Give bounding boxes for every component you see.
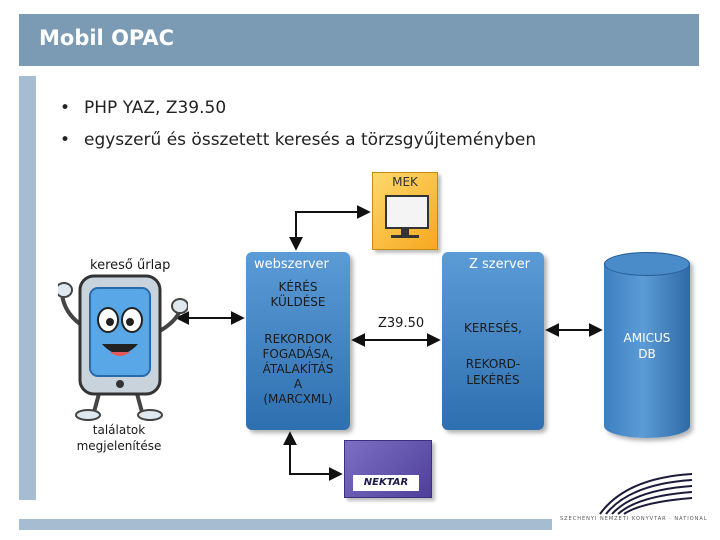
zserver-title: Z szerver [468,257,530,272]
monitor-stand [401,229,409,235]
phone-character-icon [58,274,188,421]
title-bar: Mobil OPAC [19,14,699,66]
protocol-label: Z39.50 [378,316,425,331]
webserver-receive-text: REKORDOK FOGADÁSA, ÁTALAKÍTÁS A (MARCXML… [262,332,334,406]
computer-monitor-icon [385,195,429,229]
bullet-item: •PHP YAZ, Z39.50 [60,98,227,118]
mek-box: MEK [372,172,438,250]
database-label: AMICUS DB [623,331,671,361]
database-cylinder-top [604,252,690,276]
zserver-retrieve-text: REKORD- LEKÉRÉS [465,357,521,387]
mek-label: MEK [392,175,418,189]
library-logo-icon [599,473,693,515]
monitor-base [391,235,419,238]
bullet-item: •egyszerű és összetett keresés a törzsgy… [60,130,537,150]
bullet-text: PHP YAZ, Z39.50 [84,98,227,118]
database-cylinder: AMICUS DB [604,252,690,438]
left-decor-strip [19,76,36,500]
arrow-webserver-nektar [283,431,343,481]
arrow-webserver-mek [289,205,371,251]
bottom-decor-bar [19,519,552,530]
results-label: találatok megjelenítése [76,423,162,453]
webserver-request-text: KÉRÉS KÜLDÉSE [270,280,326,309]
bullet-text: egyszerű és összetett keresés a törzsgyű… [84,130,537,150]
webserver-title: webszerver [254,257,329,272]
bullet-list: •PHP YAZ, Z39.50 •egyszerű és összetett … [60,92,536,156]
slide-title: Mobil OPAC [39,26,175,50]
nektar-box: NEKTAR [344,440,432,498]
library-logo-text: SZÉCHÉNYI NEMZETI KÖNYVTÁR · NATIONAL LI… [560,516,710,522]
form-label: kereső űrlap [90,258,171,273]
zserver-search-text: KERESÉS, [463,321,522,335]
webserver-box: webszerver KÉRÉS KÜLDÉSE REKORDOK FOGADÁ… [246,252,350,430]
zserver-box: Z szerver KERESÉS, REKORD- LEKÉRÉS [442,252,544,430]
nektar-logo: NEKTAR [353,475,419,491]
